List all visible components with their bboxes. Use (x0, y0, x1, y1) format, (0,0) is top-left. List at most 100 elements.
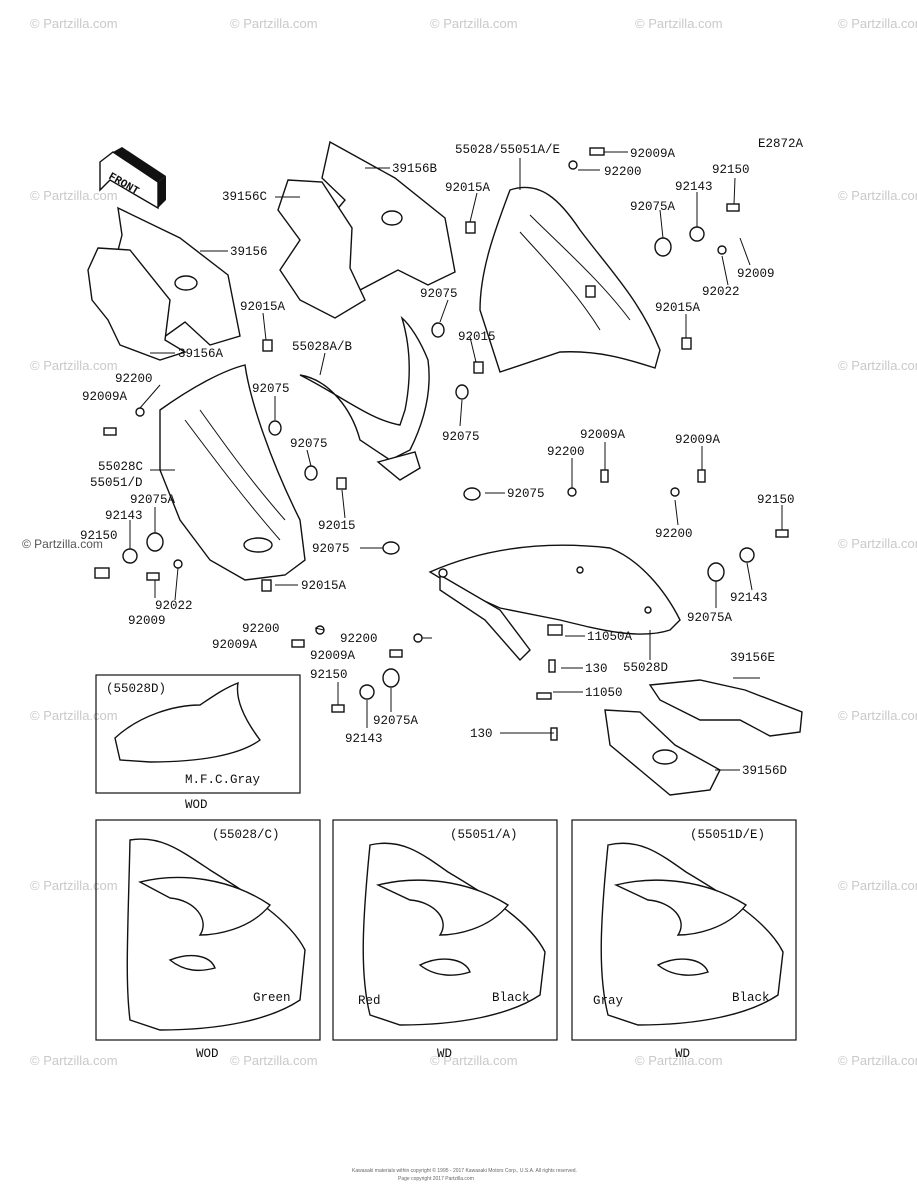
nut-icon (585, 285, 596, 298)
lower-cowl-55028d (428, 544, 681, 662)
part-number: 39156D (742, 764, 787, 778)
part-number: 92200 (115, 372, 153, 386)
inset-color-right: Black (492, 991, 530, 1005)
copyright-text-2: Page copyright 2017 Partzilla.com (398, 1176, 474, 1182)
screw-icon (291, 639, 305, 648)
part-number: 130 (585, 662, 608, 676)
bracket-icon (547, 624, 563, 636)
part-number: 92143 (675, 180, 713, 194)
washer-icon (670, 487, 680, 497)
part-number: 92200 (604, 165, 642, 179)
washer-icon (413, 633, 423, 643)
screw-icon (697, 469, 706, 483)
part-number: 92022 (702, 285, 740, 299)
part-number: 39156 (230, 245, 268, 259)
part-number: 92015 (318, 519, 356, 533)
part-number: 39156C (222, 190, 267, 204)
grommet-icon (707, 562, 725, 582)
upper-cowl-left (159, 364, 306, 581)
inset-55028d: (55028D) M.F.C.Gray WOD (95, 674, 301, 812)
inset-code: (55051/A) (450, 828, 518, 842)
watermark-text: © Partzilla.com (635, 1053, 723, 1068)
watermark-text: © Partzilla.com (838, 358, 917, 373)
part-number: 92150 (310, 668, 348, 682)
part-number: 92075 (252, 382, 290, 396)
watermark-text: © Partzilla.com (838, 1053, 917, 1068)
part-number: 92075A (130, 493, 176, 507)
part-number: 92143 (345, 732, 383, 746)
part-labels: 39156B 39156C 39156 39156A 55028/55051A/… (80, 143, 795, 778)
part-number: 92143 (105, 509, 143, 523)
inset-color-left: Red (358, 994, 381, 1008)
nut-icon (262, 339, 273, 352)
part-number: 92009A (212, 638, 258, 652)
part-number: 92015A (445, 181, 491, 195)
insulator-39156d (604, 709, 721, 796)
collar-icon (689, 226, 705, 242)
part-number: 55051/D (90, 476, 143, 490)
nut-icon (261, 579, 272, 592)
part-number: 92075 (420, 287, 458, 301)
bolt-icon (550, 727, 558, 741)
part-number: 92150 (712, 163, 750, 177)
part-number: 92075A (687, 611, 733, 625)
part-number: 92200 (242, 622, 280, 636)
upper-cowl-right (479, 186, 661, 373)
inset-caption: WD (437, 1047, 452, 1061)
grommet-icon (382, 541, 400, 555)
part-number: 92200 (340, 632, 378, 646)
part-number: 92150 (757, 493, 795, 507)
washer-icon (568, 160, 578, 170)
watermark-text: © Partzilla.com (635, 16, 723, 31)
washer-icon (567, 487, 577, 497)
watermark-text: © Partzilla.com (30, 1053, 118, 1068)
washer-icon (717, 245, 727, 255)
part-number: 39156E (730, 651, 775, 665)
watermark-text: © Partzilla.com (430, 16, 518, 31)
part-number: 92075A (630, 200, 676, 214)
part-number: 130 (470, 727, 493, 741)
watermark-text: © Partzilla.com (30, 358, 118, 373)
grommet-icon (463, 487, 481, 501)
part-number: 92009A (675, 433, 721, 447)
part-number: 55028D (623, 661, 668, 675)
watermark-text: © Partzilla.com (230, 1053, 318, 1068)
part-number: 92200 (547, 445, 585, 459)
screw-icon (331, 704, 345, 713)
inset-note: M.F.C.Gray (185, 773, 261, 787)
grommet-icon (431, 322, 445, 338)
watermark-text: © Partzilla.com (30, 708, 118, 723)
grommet-icon (304, 465, 318, 481)
inset-caption: WOD (196, 1047, 219, 1061)
watermark-text: © Partzilla.com (838, 16, 917, 31)
part-number: 92143 (730, 591, 768, 605)
part-number: 92015A (655, 301, 701, 315)
inset-caption: WD (675, 1047, 690, 1061)
inset-color-right: Black (732, 991, 770, 1005)
grommet-icon (146, 532, 164, 552)
watermark-text: © Partzilla.com (30, 878, 118, 893)
watermark-text: © Partzilla.com (838, 188, 917, 203)
inset-55051a: (55051/A) Red Black WD (332, 819, 558, 1061)
grommet-icon (455, 384, 469, 400)
watermark-text: © Partzilla.com (30, 16, 118, 31)
part-number: 39156B (392, 162, 438, 176)
inset-code: (55028D) (106, 682, 166, 696)
inner-cowl-center (299, 315, 430, 481)
nut-icon (465, 221, 476, 234)
collar-icon (122, 548, 138, 564)
bolt-icon (548, 659, 556, 673)
inset-code: (55051D/E) (690, 828, 765, 842)
screw-icon (600, 469, 609, 483)
inset-color-left: Gray (593, 994, 624, 1008)
nut-icon (681, 337, 692, 350)
copyright-text: Kawasaki materials within copyright © 19… (352, 1167, 577, 1174)
part-number: 92015A (301, 579, 347, 593)
part-number: 92009 (737, 267, 775, 281)
diagram-code: E2872A (758, 137, 804, 151)
grommet-icon (654, 237, 672, 257)
insulator-39156c (277, 179, 366, 319)
part-number: 92075 (507, 487, 545, 501)
part-number: 55028/55051A/E (455, 143, 560, 157)
